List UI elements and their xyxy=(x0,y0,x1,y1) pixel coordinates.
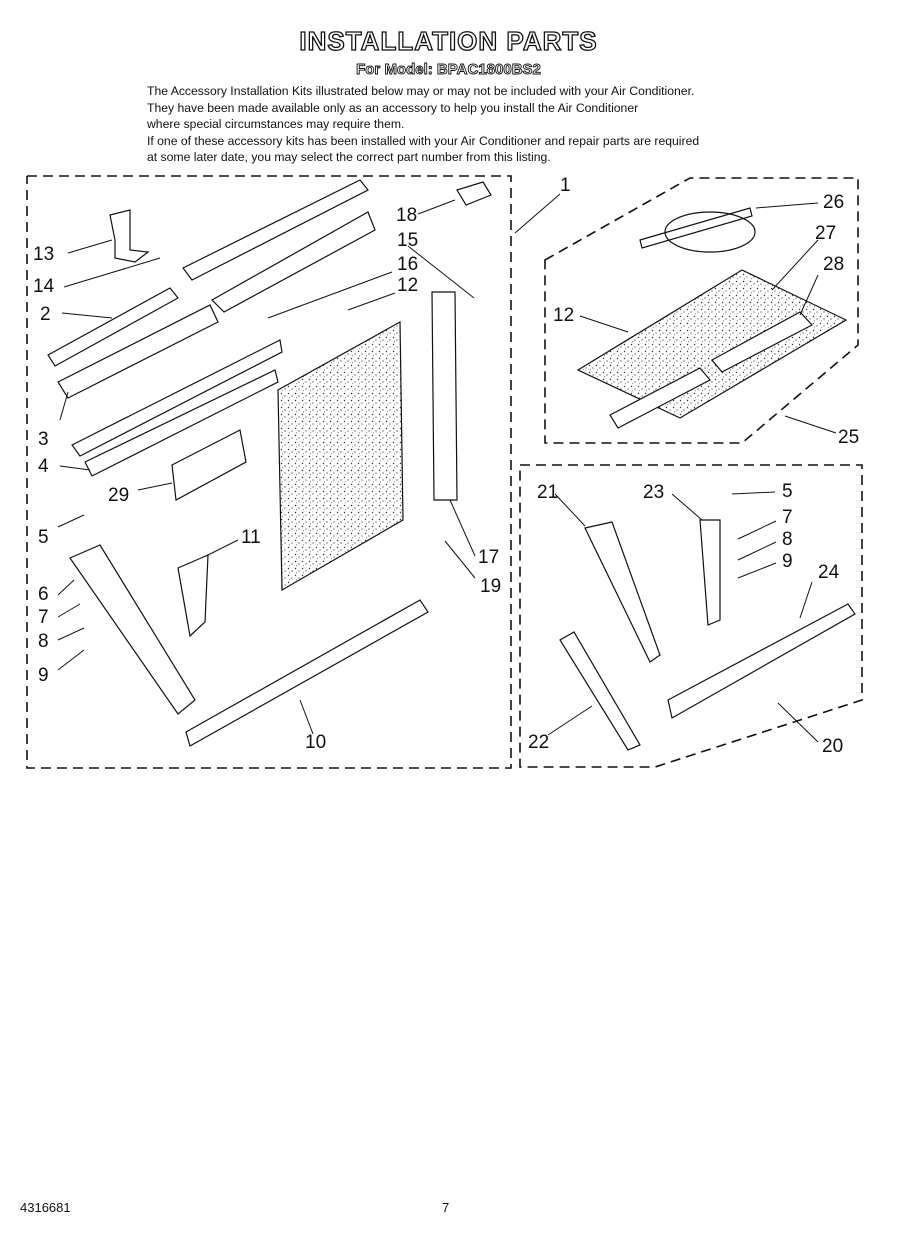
kit-box-25 xyxy=(544,177,859,444)
callout-28: 28 xyxy=(823,254,845,275)
callout-6: 6 xyxy=(38,584,49,605)
kit-box-main xyxy=(26,175,512,769)
callout-18: 18 xyxy=(396,205,418,226)
callout-20: 20 xyxy=(822,736,844,757)
intro-line: where special circumstances may require … xyxy=(147,117,405,132)
strip-26 xyxy=(639,207,753,249)
bracket-23 xyxy=(699,519,721,626)
intro-line: If one of these accessory kits has been … xyxy=(147,133,700,148)
doc-number: 4316681 xyxy=(20,1200,71,1215)
callout-26: 26 xyxy=(823,192,845,213)
callout-5: 5 xyxy=(38,527,49,548)
callout-25: 25 xyxy=(838,427,860,448)
callout-3: 3 xyxy=(38,429,49,450)
callout-1: 1 xyxy=(560,175,571,196)
callout-7: 7 xyxy=(38,607,49,628)
callout-17: 17 xyxy=(478,547,500,568)
support-arm xyxy=(69,544,196,715)
rail-16 xyxy=(71,339,283,457)
page-title: INSTALLATION PARTS xyxy=(299,25,598,56)
callout-14: 14 xyxy=(33,276,55,297)
bottom-rail xyxy=(185,599,429,747)
model-line: For Model: BPAC1800BS2 xyxy=(356,61,542,79)
foam-panel xyxy=(277,320,404,592)
callout-22: 22 xyxy=(528,732,550,753)
callout-5-kit: 5 xyxy=(782,481,793,502)
gasket-loop xyxy=(664,211,756,253)
callout-16: 16 xyxy=(397,254,419,275)
channel-28 xyxy=(711,311,813,373)
callout-8: 8 xyxy=(38,631,49,652)
rail-3-channel xyxy=(57,304,219,399)
callout-7-kit: 7 xyxy=(782,507,793,528)
intro-line: The Accessory Installation Kits illustra… xyxy=(147,84,695,98)
rail-4 xyxy=(84,369,279,477)
callout-8-kit: 8 xyxy=(782,529,793,550)
callout-13: 13 xyxy=(33,244,55,265)
intro-line: at some later date, you may select the c… xyxy=(147,150,551,165)
callout-15: 15 xyxy=(397,230,419,251)
callout-24: 24 xyxy=(818,562,840,583)
leader-lines xyxy=(57,193,837,743)
callout-9-kit: 9 xyxy=(782,551,793,572)
callout-9: 9 xyxy=(38,665,49,686)
rail-24 xyxy=(667,603,856,719)
callout-21: 21 xyxy=(537,482,559,503)
callout-23: 23 xyxy=(643,482,665,503)
callout-12-kit: 12 xyxy=(553,305,575,326)
callout-19: 19 xyxy=(480,576,502,597)
bracket-13 xyxy=(109,209,150,263)
callout-27: 27 xyxy=(815,223,837,244)
callout-12: 12 xyxy=(397,275,419,296)
arm-22 xyxy=(559,631,641,751)
bracket-21 xyxy=(584,521,661,663)
intro-text: The Accessory Installation Kits illustra… xyxy=(147,83,837,166)
top-rail xyxy=(182,179,369,281)
block-18 xyxy=(456,181,492,206)
callout-11: 11 xyxy=(241,527,261,548)
foam-base xyxy=(576,269,848,419)
callout-29: 29 xyxy=(108,485,130,506)
callout-4: 4 xyxy=(38,456,49,477)
part-29 xyxy=(171,429,247,501)
top-rail-channel xyxy=(211,211,376,313)
channel-lower xyxy=(609,367,711,429)
kit-box-20 xyxy=(519,464,863,768)
callout-2: 2 xyxy=(40,304,51,325)
vertical-strip xyxy=(431,291,458,501)
rail-2 xyxy=(47,287,179,367)
callout-10: 10 xyxy=(305,732,327,753)
bracket-11 xyxy=(177,554,209,638)
intro-line: They have been made available only as an… xyxy=(147,100,639,115)
page-number: 7 xyxy=(442,1200,450,1215)
